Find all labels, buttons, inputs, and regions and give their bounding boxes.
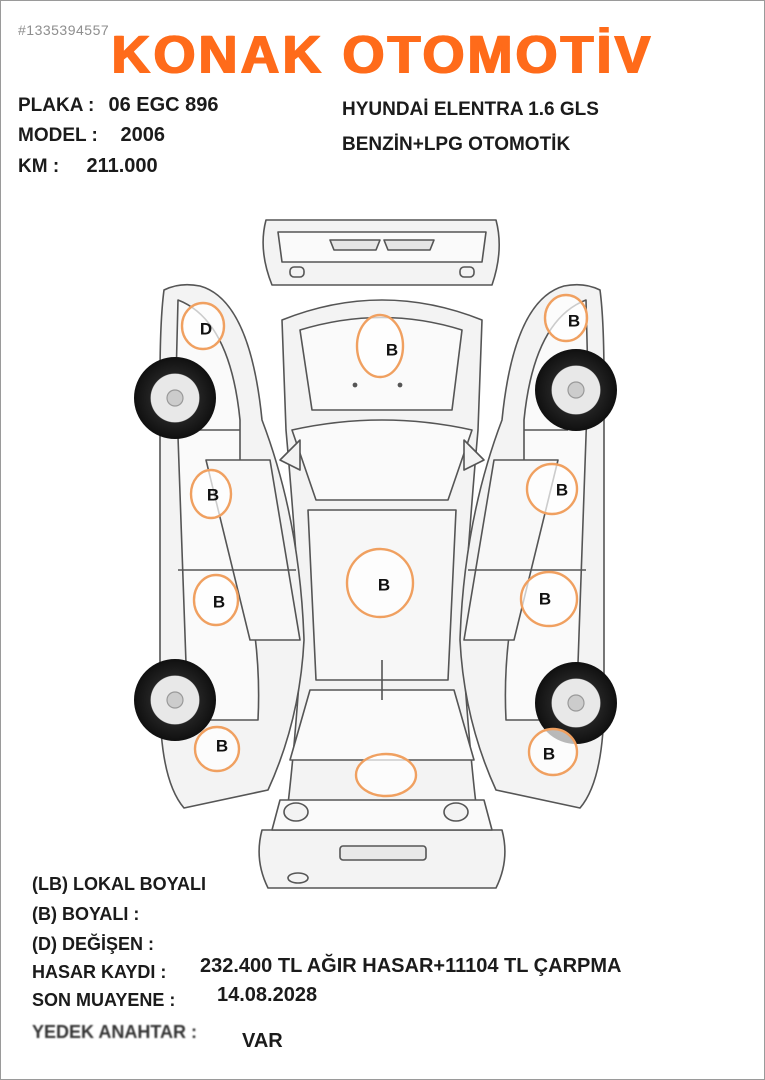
marker-right-front-door: [525, 462, 579, 516]
marker-left-front-fender-label: D: [200, 320, 212, 339]
rear-view: [262, 219, 500, 286]
last-inspection-label: SON MUAYENE :: [32, 990, 176, 1010]
damage-record-value: 232.400 TL AĞIR HASAR+11104 TL ÇARPMA: [200, 955, 622, 977]
marker-left-rear-fender: [193, 725, 241, 773]
model-value: 2006: [120, 124, 165, 146]
marker-roof: [345, 547, 415, 619]
marker-right-front-fender-label: B: [568, 312, 580, 331]
marker-hood-label: B: [386, 341, 398, 360]
marker-left-front-door-label: B: [207, 486, 219, 505]
spare-key-label: YEDEK ANAHTAR :: [32, 1022, 197, 1042]
marker-left-rear-fender-label: B: [216, 737, 228, 756]
last-inspection-row: SON MUAYENE : 14.08.2028: [32, 984, 317, 1011]
marker-right-rear-door-label: B: [539, 590, 551, 609]
marker-right-rear-door: [519, 570, 579, 628]
marker-trunk: [354, 752, 418, 798]
dealer-brand-title: KONAK OTOMOTİV: [111, 25, 654, 85]
damage-record-label: HASAR KAYDI :: [32, 962, 167, 982]
marker-hood: [355, 313, 405, 379]
km-label: KM :: [18, 156, 60, 177]
marker-left-rear-door: [192, 573, 240, 627]
wheels: [134, 349, 617, 744]
last-inspection-value: 14.08.2028: [217, 984, 318, 1006]
vehicle-fuel-transmission: BENZİN+LPG OTOMOTİK: [342, 134, 571, 155]
marker-roof-label: B: [378, 576, 390, 595]
front-view: [258, 799, 506, 889]
vehicle-name: HYUNDAİ ELENTRA 1.6 GLS: [342, 99, 599, 120]
spare-key-row: YEDEK ANAHTAR : VAR: [32, 1022, 283, 1052]
km-value: 211.000: [86, 155, 158, 177]
marker-left-front-fender: [180, 301, 226, 351]
marker-left-rear-door-label: B: [213, 593, 225, 612]
plate-row: PLAKA : 06 EGC 896: [18, 94, 219, 117]
km-row: KM : 211.000: [18, 155, 158, 178]
marker-right-rear-fender: [527, 727, 579, 777]
damage-record-row: HASAR KAYDI : 232.400 TL AĞIR HASAR+1110…: [32, 955, 621, 983]
model-row: MODEL : 2006: [18, 124, 165, 147]
legend-local-painted: (LB) LOKAL BOYALI: [32, 874, 206, 894]
plate-value: 06 EGC 896: [108, 94, 219, 116]
legend-painted: (B) BOYALI :: [32, 904, 140, 924]
marker-right-front-door-label: B: [556, 481, 568, 500]
marker-right-front-fender: [543, 293, 589, 343]
listing-id-watermark: #1335394557: [18, 22, 110, 38]
plate-label: PLAKA :: [18, 95, 95, 116]
model-label: MODEL :: [18, 125, 98, 146]
spare-key-value: VAR: [242, 1030, 283, 1052]
legend-changed: (D) DEĞİŞEN :: [32, 934, 155, 954]
marker-left-front-door: [189, 468, 233, 520]
marker-right-rear-fender-label: B: [543, 745, 555, 764]
